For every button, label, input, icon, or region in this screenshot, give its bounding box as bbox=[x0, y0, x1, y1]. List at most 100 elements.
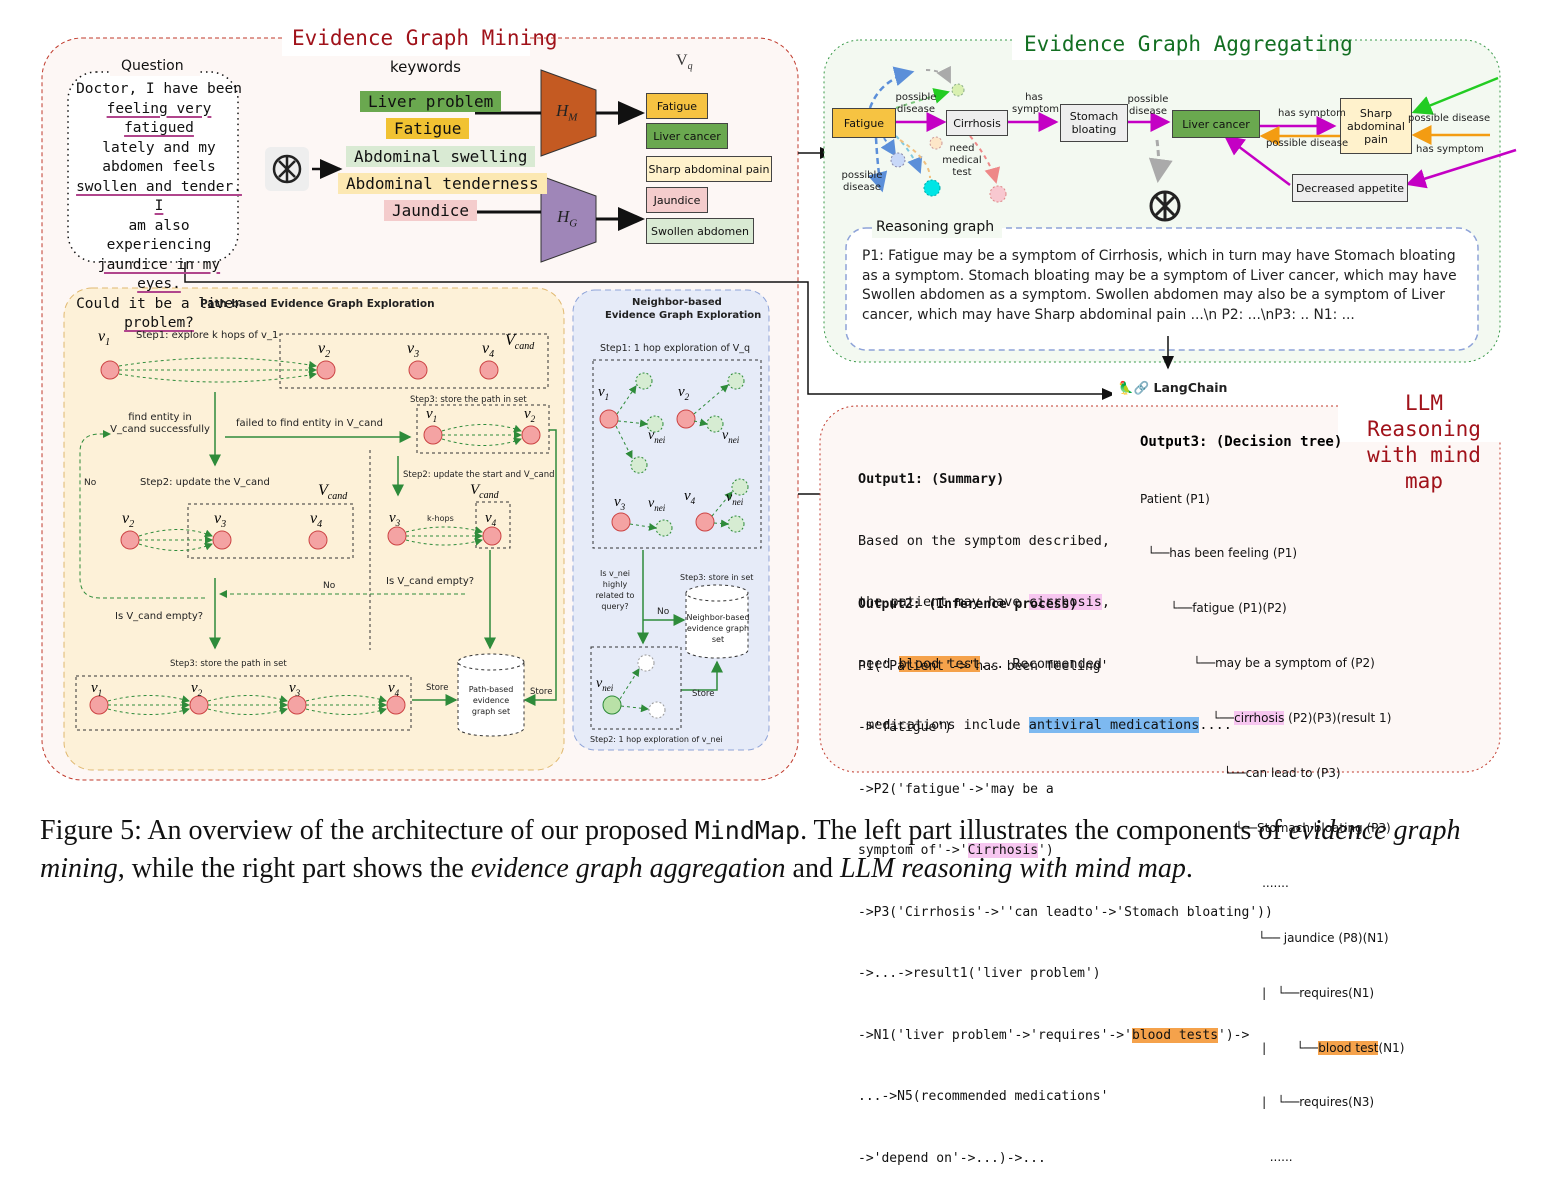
node-v3-right: v3 bbox=[389, 510, 401, 528]
nb-v1: v1 bbox=[598, 384, 610, 402]
neighbor-step2: Step2: 1 hop exploration of v_nei bbox=[590, 735, 723, 744]
output1: Output1: (Summary) Based on the symptom … bbox=[858, 428, 1232, 756]
path-step3-top: Step3: store the path in set bbox=[410, 395, 527, 405]
neighbor-step3: Step3: store in set bbox=[680, 573, 754, 582]
nb-vnei-4: vnei bbox=[726, 490, 744, 507]
output2-line: P1('Patient'->'has been feeling' bbox=[858, 658, 1109, 674]
output1-line: need blood test... Recommended bbox=[858, 655, 1102, 672]
tree-line: | └──requires(N1) bbox=[1140, 985, 1375, 1000]
nb-v3: v3 bbox=[614, 494, 626, 512]
reasoning-title-line2: with mind map bbox=[1367, 443, 1481, 493]
output1-title: Output1: (Summary) bbox=[858, 471, 1005, 487]
hm-label: HM bbox=[556, 101, 578, 124]
edge-possible-disease-3: possible disease bbox=[1127, 94, 1169, 117]
tree-line: └── jaundice (P8)(N1) bbox=[1140, 930, 1389, 945]
langchain-logo: 🦜🔗 LangChain bbox=[1118, 380, 1228, 395]
keyword-jaundice: Jaundice bbox=[384, 200, 478, 221]
no-label-left: No bbox=[84, 478, 97, 488]
node-v4-right: v4 bbox=[485, 510, 497, 528]
tree-line: | └──blood test(N1) bbox=[1140, 1040, 1405, 1055]
aggregator-llm-icon bbox=[1149, 190, 1181, 222]
hg-encoder bbox=[540, 175, 597, 263]
diagram-canvas bbox=[41, 37, 1517, 781]
tree-line: └──may be a symptom of (P2) bbox=[1140, 656, 1375, 671]
node-v3-mid: v3 bbox=[214, 510, 227, 531]
reasoning-title: LLM Reasoning with mind map bbox=[1344, 390, 1504, 494]
path-step2: Step2: update the V_cand bbox=[140, 477, 270, 488]
question-line: problem? bbox=[124, 315, 194, 331]
path-set-label: Path-based evidence graph set bbox=[468, 685, 514, 716]
entity-liver-cancer: Liver cancer bbox=[646, 123, 728, 149]
parrot-chain-icon: 🦜🔗 bbox=[1118, 380, 1150, 395]
mining-title: Evidence Graph Mining bbox=[292, 26, 558, 50]
edge-possible-disease-1: possible disease bbox=[895, 92, 937, 115]
output1-line: the patient may have cirrhosis, bbox=[858, 594, 1110, 610]
question-bubble bbox=[67, 71, 239, 263]
edge-has-symptom-2: has symptom bbox=[1278, 108, 1346, 119]
keyword-fatigue: Fatigue bbox=[386, 118, 470, 139]
reasoning-title-line1: LLM Reasoning bbox=[1367, 391, 1481, 441]
tree-line: └──fatigue (P1)(P2) bbox=[1140, 601, 1287, 616]
nb-vnei-bot: vnei bbox=[596, 676, 614, 693]
node-v4: v4 bbox=[482, 340, 495, 361]
edge-has-symptom-1: has symptom bbox=[1012, 92, 1059, 115]
nb-v4: v4 bbox=[684, 488, 696, 506]
reasoning-panel bbox=[819, 405, 1501, 773]
edge-possible-disease-5: possible disease bbox=[1408, 113, 1491, 124]
vcand-label: Vcand bbox=[505, 332, 535, 353]
question-line: Could it be a liver bbox=[76, 295, 242, 312]
output2-line: ->'fatigue') bbox=[858, 720, 952, 735]
tree-line: ....... bbox=[1140, 875, 1289, 890]
find-success-label: find entity in V_cand successfully bbox=[110, 412, 210, 435]
question-line: lately and my bbox=[102, 139, 216, 156]
tree-line: └──Stomach bloating (P3) bbox=[1140, 820, 1391, 835]
reasoning-graph-box bbox=[845, 227, 1479, 351]
related-question: Is v_nei highly related to query? bbox=[595, 569, 635, 611]
agg-node-sharp: Sharp abdominal pain bbox=[1340, 98, 1412, 154]
store-label-1: Store bbox=[426, 683, 449, 693]
path-based-set-cylinder bbox=[457, 653, 525, 737]
neighbor-step1: Step1: 1 hop exploration of V_q bbox=[600, 343, 751, 354]
neighbor-title-2: Evidence Graph Exploration bbox=[605, 310, 762, 321]
path-based-title: Path-based Evidence Graph Exploration bbox=[200, 298, 435, 310]
keyword-liver-problem: Liver problem bbox=[360, 91, 502, 112]
node-v3: v3 bbox=[407, 340, 420, 361]
neighbor-store: Store bbox=[692, 689, 715, 699]
edge-need-test: need medical test bbox=[942, 143, 982, 178]
output2-line: symptom of'->'Cirrhosis') bbox=[858, 843, 1054, 858]
node-v1: v1 bbox=[98, 328, 111, 349]
question-line: abdomen feels bbox=[102, 159, 216, 175]
entity-fatigue: Fatigue bbox=[646, 93, 708, 119]
nb-vnei-3: vnei bbox=[648, 496, 666, 513]
agg-node-cirrhosis: Cirrhosis bbox=[946, 110, 1008, 136]
entity-jaundice: Jaundice bbox=[646, 187, 708, 213]
node-v1-top: v1 bbox=[426, 406, 438, 424]
agg-node-liver-cancer: Liver cancer bbox=[1172, 110, 1260, 138]
failed-label: failed to find entity in V_cand bbox=[236, 418, 383, 429]
agg-node-decreased: Decreased appetite bbox=[1292, 174, 1408, 202]
neighbor-no: No bbox=[657, 607, 670, 617]
node-v4-mid: v4 bbox=[310, 510, 323, 531]
figure-caption: Figure 5: An overview of the architectur… bbox=[40, 815, 1461, 884]
keyword-abdominal-swelling: Abdominal swelling bbox=[346, 146, 536, 167]
question-line: feeling very fatigued bbox=[106, 100, 212, 137]
path-step1: Step1: explore k hops of v_1 bbox=[136, 330, 279, 341]
question-text: Doctor, I have been feeling very fatigue… bbox=[74, 80, 244, 334]
question-line: jaundice in my eyes. bbox=[97, 256, 221, 293]
khops-label: k-hops bbox=[427, 514, 454, 523]
reasoning-graph-label: Reasoning graph bbox=[876, 219, 995, 235]
question-line: Doctor, I have been bbox=[76, 81, 242, 97]
question-line: swollen and tender. I bbox=[76, 178, 242, 215]
llm-logo-icon bbox=[265, 147, 309, 191]
edge-possible-disease-4: possible disease bbox=[1266, 138, 1349, 149]
keyword-abdominal-tenderness: Abdominal tenderness bbox=[338, 173, 547, 194]
tree-line: ...... bbox=[1140, 1150, 1293, 1165]
node-v2-bot: v2 bbox=[191, 680, 203, 698]
neighbor-set-cylinder bbox=[685, 584, 749, 659]
vcand-label-2: Vcand bbox=[318, 482, 348, 503]
agg-node-stomach: Stomach bloating bbox=[1060, 104, 1128, 142]
nb-vnei-1: vnei bbox=[648, 428, 666, 445]
output2-title: Output2: (Inference process) bbox=[858, 597, 1078, 612]
vcand-label-3: Vcand bbox=[470, 482, 499, 501]
node-v2-top: v2 bbox=[524, 406, 536, 424]
